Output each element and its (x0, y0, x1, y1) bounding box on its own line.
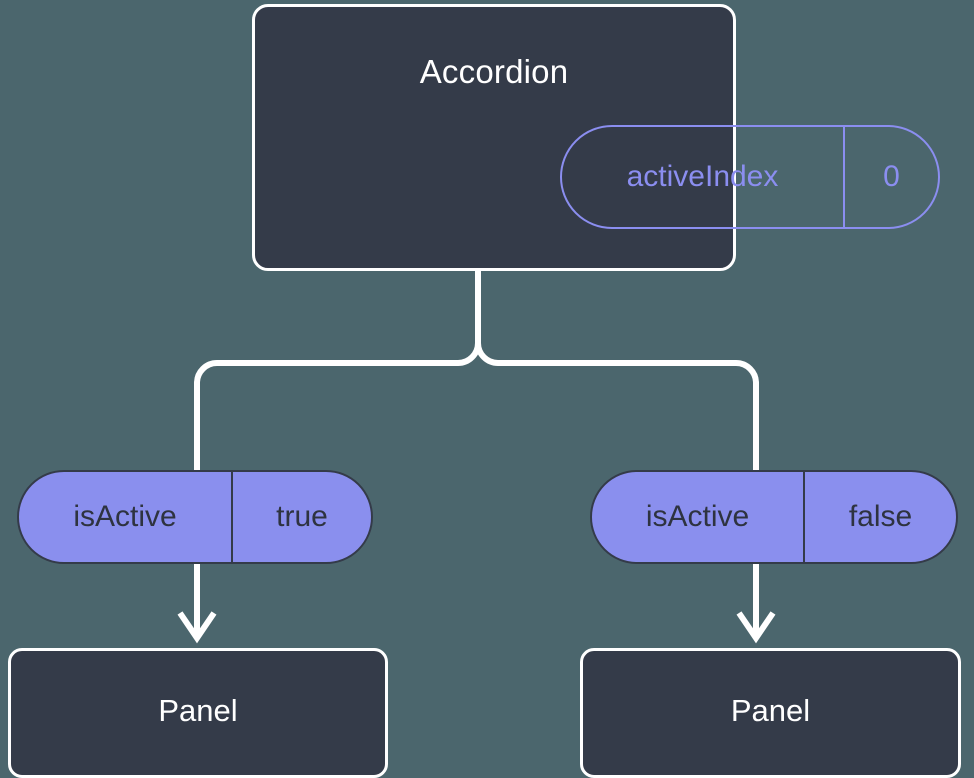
prop-badge-value: true (231, 472, 371, 562)
arrow-left (177, 564, 217, 644)
prop-badge-isactive-true[interactable]: isActive true (17, 470, 373, 564)
component-node-panel-left[interactable]: Panel (8, 648, 388, 778)
prop-badge-key: isActive (73, 500, 177, 533)
component-title: Panel (730, 693, 811, 728)
state-badge-key: activeIndex (626, 160, 779, 193)
component-title: Accordion (419, 53, 569, 90)
state-badge-value: 0 (843, 127, 938, 227)
prop-badge-value: false (803, 472, 956, 562)
component-node-accordion[interactable]: Accordion activeIndex 0 (252, 4, 940, 271)
arrow-right (736, 564, 776, 644)
prop-badge-key: isActive (645, 500, 750, 533)
prop-badge-isactive-false[interactable]: isActive false (590, 470, 958, 564)
component-node-panel-right[interactable]: Panel (580, 648, 961, 778)
state-badge-activeindex[interactable]: activeIndex 0 (560, 125, 940, 229)
component-title: Panel (158, 693, 238, 728)
connector-fork (194, 342, 759, 470)
